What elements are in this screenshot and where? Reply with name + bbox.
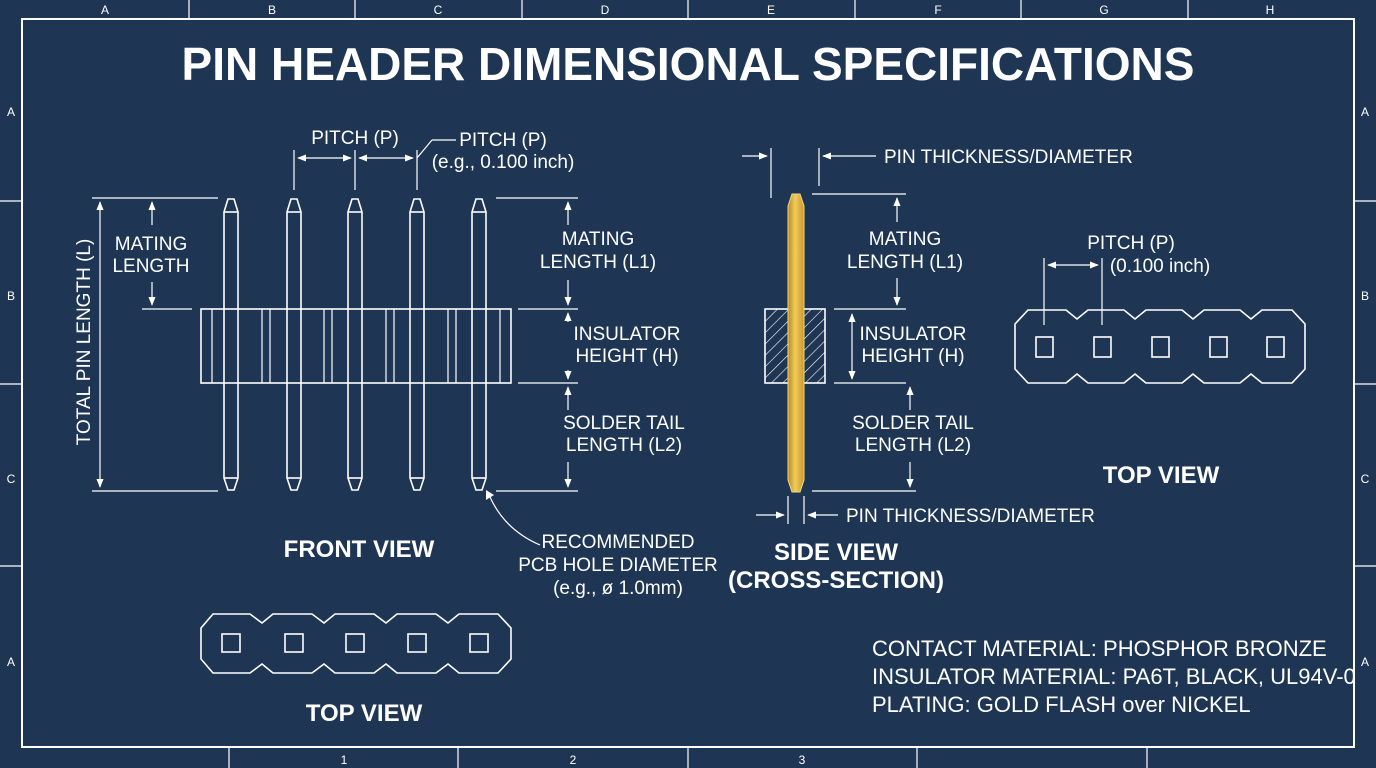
side-insulator-line1: INSULATOR	[860, 324, 967, 345]
top-view-right-outline	[1014, 309, 1306, 384]
front-left-dimensions	[92, 197, 218, 492]
side-thickness-top-dimension	[742, 148, 876, 198]
front-solder-line1: SOLDER TAIL	[563, 413, 685, 434]
front-right-dimensions	[496, 197, 578, 492]
front-solder-line2: LENGTH (L2)	[566, 435, 682, 456]
top-right-pitch-label: PITCH (P)	[1087, 233, 1175, 254]
front-pitch-example-label: PITCH (P)	[459, 130, 547, 151]
front-insulator-line1: INSULATOR	[574, 324, 681, 345]
front-mating-left-line2: LENGTH	[112, 256, 189, 277]
front-insulator-body	[200, 308, 512, 384]
zone-left-c: C	[7, 472, 16, 486]
top-view-left-outline	[200, 613, 512, 674]
zone-bottom-1: 1	[341, 753, 348, 767]
zone-top-c: C	[434, 3, 443, 17]
front-view: PITCH (P) PITCH (P) (e.g., 0.100 inch) M…	[74, 128, 718, 599]
side-thickness-bottom-label: PIN THICKNESS/DIAMETER	[846, 506, 1095, 527]
zone-right-a2: A	[1361, 655, 1369, 669]
front-pitch-dimension	[293, 139, 456, 190]
zone-top-a: A	[101, 3, 109, 17]
front-pins	[223, 198, 487, 491]
side-mating-line1: MATING	[869, 229, 941, 250]
front-mating-left-line1: MATING	[115, 234, 187, 255]
pcb-hole-leader	[489, 496, 541, 546]
zone-bottom-2: 2	[570, 753, 577, 767]
front-view-label: FRONT VIEW	[284, 536, 435, 563]
front-pitch-example-value: (e.g., 0.100 inch)	[432, 152, 575, 173]
zone-top-f: F	[934, 3, 941, 17]
top-view-right-label: TOP VIEW	[1103, 462, 1220, 489]
side-thickness-top-label: PIN THICKNESS/DIAMETER	[884, 147, 1133, 168]
side-solder-line1: SOLDER TAIL	[852, 413, 974, 434]
spec-contact-material: CONTACT MATERIAL: PHOSPHOR BRONZE	[872, 636, 1327, 661]
front-insulator-line2: HEIGHT (H)	[575, 346, 678, 367]
pcb-hole-leader-arrow	[486, 490, 494, 500]
gold-pin	[787, 193, 805, 493]
top-view-right: PITCH (P) (0.100 inch) TOP VIEW	[1014, 233, 1306, 489]
pcb-hole-line2: PCB HOLE DIAMETER	[518, 555, 718, 576]
zone-top-e: E	[767, 3, 775, 17]
pcb-hole-line3: (e.g., ø 1.0mm)	[553, 578, 683, 599]
top-view-right-pitch-dimension	[1043, 258, 1103, 325]
zone-left-a2: A	[7, 655, 15, 669]
top-right-pitch-value: (0.100 inch)	[1110, 256, 1210, 277]
front-mating-right-line2: LENGTH (L1)	[540, 252, 656, 273]
spec-plating: PLATING: GOLD FLASH over NICKEL	[872, 692, 1251, 717]
zone-right-b: B	[1361, 289, 1369, 303]
top-view-left-label: TOP VIEW	[306, 700, 423, 727]
zone-bottom-3: 3	[799, 753, 806, 767]
side-view: PIN THICKNESS/DIAMETER MATING LENGTH (L1…	[728, 147, 1133, 594]
side-insulator-line2: HEIGHT (H)	[861, 346, 964, 367]
side-solder-line2: LENGTH (L2)	[855, 435, 971, 456]
drawing-title: PIN HEADER DIMENSIONAL SPECIFICATIONS	[182, 38, 1195, 90]
top-view-left: TOP VIEW	[200, 613, 512, 727]
zone-top-g: G	[1099, 3, 1108, 17]
spec-insulator-material: INSULATOR MATERIAL: PA6T, BLACK, UL94V-0	[872, 664, 1356, 689]
zone-right-a: A	[1361, 105, 1369, 119]
material-specs: CONTACT MATERIAL: PHOSPHOR BRONZE INSULA…	[872, 636, 1356, 717]
front-mating-right-line1: MATING	[562, 229, 634, 250]
zone-top-h: H	[1266, 3, 1275, 17]
front-pitch-label: PITCH (P)	[311, 128, 399, 149]
side-view-sublabel: (CROSS-SECTION)	[728, 567, 944, 594]
pcb-hole-line1: RECOMMENDED	[541, 532, 694, 553]
side-mating-line2: LENGTH (L1)	[847, 252, 963, 273]
side-thickness-bottom-dimension	[756, 496, 838, 524]
side-view-label: SIDE VIEW	[774, 539, 898, 566]
zone-left-b: B	[7, 289, 15, 303]
zone-top-d: D	[601, 3, 610, 17]
top-view-left-holes	[221, 633, 489, 653]
top-view-right-holes	[1035, 336, 1285, 358]
total-pin-length-label: TOTAL PIN LENGTH (L)	[74, 239, 95, 446]
side-vertical-dimensions	[812, 193, 916, 492]
zone-right-c: C	[1361, 472, 1370, 486]
zone-top-b: B	[268, 3, 276, 17]
zone-left-a: A	[7, 105, 15, 119]
